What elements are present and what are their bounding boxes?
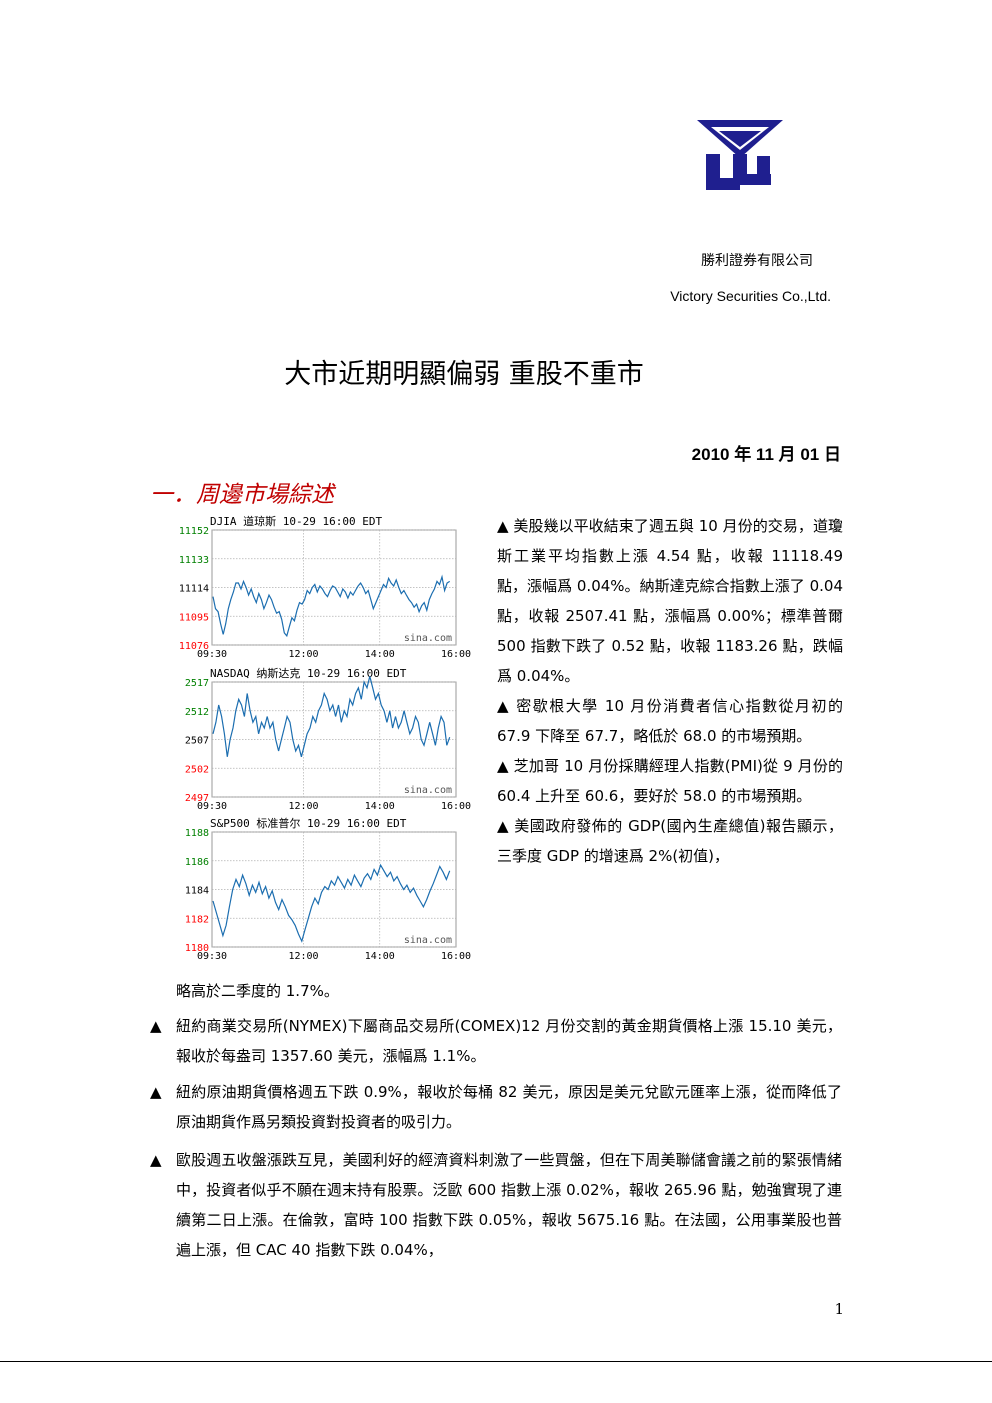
chart-y-tick-label: 11076	[179, 641, 209, 652]
chart-watermark: sina.com	[404, 785, 452, 796]
chart-x-tick-label: 09:30	[197, 951, 227, 962]
chart-watermark: sina.com	[404, 935, 452, 946]
chart-y-tick-label: 11152	[179, 526, 209, 537]
chart-x-tick-label: 12:00	[288, 649, 318, 660]
chart-x-tick-label: 09:30	[197, 801, 227, 812]
chart-frame	[211, 681, 457, 798]
market-summary-column: ▲ 美股幾以平收結束了週五與 10 月份的交易，道瓊斯工業平均指數上漲 4.54…	[497, 511, 843, 871]
paragraph-oil: ▲ 紐約原油期貨價格週五下跌 0.9%，報收於每桶 82 美元，原因是美元兌歐元…	[150, 1077, 842, 1137]
summary-paragraph-gdp-continuation: 略高於二季度的 1.7%。	[176, 982, 339, 1000]
chart-y-tick-label: 11114	[179, 584, 209, 595]
victory-logo-icon	[697, 120, 783, 190]
footer-rule	[0, 1361, 992, 1362]
chart-x-tick-label: 16:00	[441, 801, 471, 812]
chart-y-tick-label: 2507	[185, 736, 209, 747]
summary-paragraph-michigan: ▲ 密歇根大學 10 月份消費者信心指數從月初的 67.9 下降至 67.7，略…	[497, 697, 843, 745]
chart-x-tick-label: 12:00	[288, 801, 318, 812]
chart-y-tick-label: 2497	[185, 793, 209, 804]
triangle-bullet-icon: ▲	[150, 1083, 162, 1101]
company-name-chinese: 勝利證券有限公司	[701, 253, 813, 269]
chart-y-tick-label: 11095	[179, 612, 209, 623]
chart-frame	[211, 831, 457, 948]
triangle-bullet-icon: ▲	[150, 1151, 162, 1169]
chart-x-tick-label: 14:00	[365, 951, 395, 962]
chart-header: S&P500 标准普尔 10-29 16:00 EDT	[210, 816, 407, 830]
chart-y-tick-label: 1188	[185, 828, 209, 839]
chart-y-tick-label: 2517	[185, 678, 209, 689]
chart-x-tick-label: 16:00	[441, 951, 471, 962]
chart-watermark: sina.com	[404, 633, 452, 644]
chart-series-line	[212, 574, 451, 638]
section-heading: 一．周邊市場綜述	[150, 482, 334, 508]
paragraph-gold: ▲ 紐約商業交易所(NYMEX)下屬商品交易所(COMEX)12 月份交割的黃金…	[150, 1011, 842, 1071]
chart-x-tick-label: 12:00	[288, 951, 318, 962]
company-logo	[695, 118, 785, 196]
page-number: 1	[834, 1300, 844, 1318]
chart-header: DJIA 道琼斯 10-29 16:00 EDT	[210, 514, 382, 528]
chart-y-tick-label: 1182	[185, 914, 209, 925]
chart-x-tick-label: 14:00	[365, 801, 395, 812]
chart-series-line	[212, 863, 451, 943]
paragraph-text: 紐約商業交易所(NYMEX)下屬商品交易所(COMEX)12 月份交割的黃金期貨…	[176, 1017, 842, 1065]
summary-paragraph-us-stocks: ▲ 美股幾以平收結束了週五與 10 月份的交易，道瓊斯工業平均指數上漲 4.54…	[497, 517, 843, 685]
chart-series-line	[212, 676, 451, 757]
chart-y-tick-label: 1184	[185, 886, 209, 897]
chart-y-tick-label: 11133	[179, 555, 209, 566]
chart-x-tick-label: 16:00	[441, 649, 471, 660]
document-date: 2010 年 11 月 01 日	[691, 445, 841, 464]
summary-paragraph-chicago-pmi: ▲ 芝加哥 10 月份採購經理人指數(PMI)從 9 月份的 60.4 上升至 …	[497, 757, 843, 805]
paragraph-text: 紐約原油期貨價格週五下跌 0.9%，報收於每桶 82 美元，原因是美元兌歐元匯率…	[176, 1083, 842, 1131]
paragraph-europe: ▲ 歐股週五收盤漲跌互見，美國利好的經濟資料刺激了一些買盤，但在下周美聯儲會議之…	[150, 1145, 842, 1265]
company-name-english: Victory Securities Co.,Ltd.	[670, 288, 831, 304]
chart-y-tick-label: 1180	[185, 943, 209, 954]
chart-header: NASDAQ 纳斯达克 10-29 16:00 EDT	[210, 667, 407, 680]
chart-y-tick-label: 2512	[185, 707, 209, 718]
chart-y-tick-label: 2502	[185, 764, 209, 775]
summary-paragraph-gdp: ▲ 美國政府發佈的 GDP(國內生產總值)報告顯示，三季度 GDP 的增速爲 2…	[497, 817, 843, 865]
chart-y-tick-label: 1186	[185, 857, 209, 868]
chart-x-tick-label: 09:30	[197, 649, 227, 660]
chart-x-tick-label: 14:00	[365, 649, 395, 660]
triangle-bullet-icon: ▲	[150, 1017, 162, 1035]
paragraph-text: 歐股週五收盤漲跌互見，美國利好的經濟資料刺激了一些買盤，但在下周美聯儲會議之前的…	[176, 1151, 842, 1259]
document-title: 大市近期明顯偏弱 重股不重市	[284, 359, 644, 390]
